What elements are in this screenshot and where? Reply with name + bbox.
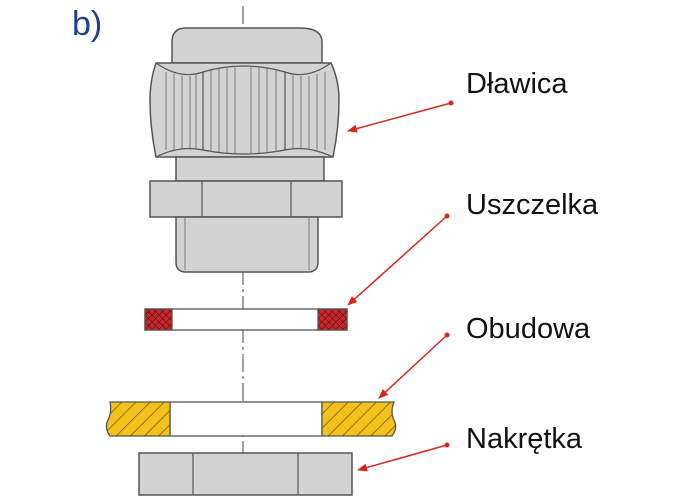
housing-opening [169,401,323,437]
gland-neck [175,156,325,182]
label-gland: Dławica [466,68,568,100]
panel-label: b) [72,5,102,43]
seal-right-section [317,308,348,331]
gland-flange-nut [149,180,343,218]
gland-arrow [347,102,452,133]
label-housing: Obudowa [466,313,591,345]
gland-part [149,27,343,273]
seal-ring [144,308,348,331]
housing-left-section [105,401,171,437]
leader-arrows [347,100,454,472]
gland-hex-top [149,62,340,158]
nut-arrow [357,444,448,472]
nut-part [138,452,353,496]
seal-arrow [347,215,448,306]
housing-part [105,401,397,437]
housing-arrow [378,334,448,399]
label-seal: Uszczelka [466,189,599,221]
nut-body [138,452,353,496]
gland-dome-cap [171,27,323,64]
housing-right-section [321,401,397,437]
label-nut: Nakrętka [466,423,583,455]
gland-knurl-lines [165,66,326,153]
seal-part [144,308,348,331]
gland-hex-top-arcs [155,62,332,76]
gland-threaded-body [175,216,319,273]
seal-left-section [144,308,173,331]
